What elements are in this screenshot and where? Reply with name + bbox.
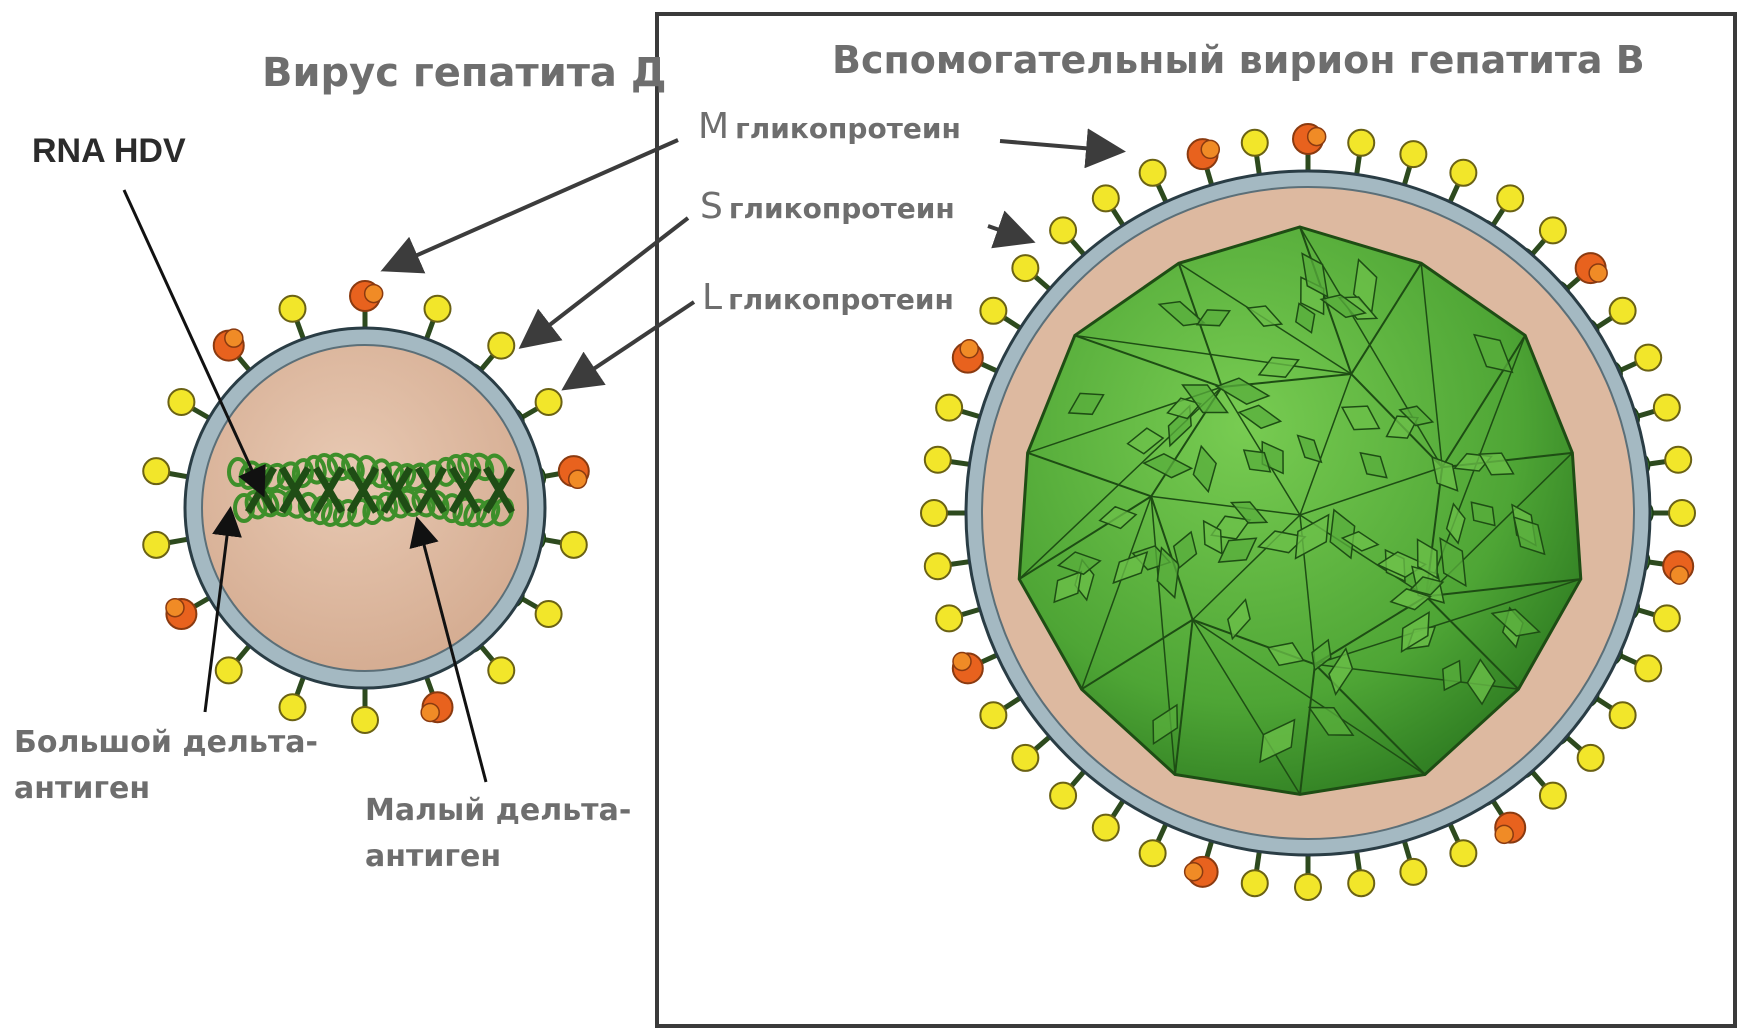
arrow-s-glycoprotein-hbv	[988, 226, 1028, 240]
hbv-title: Вспомогательный вирион гепатита В	[832, 38, 1645, 82]
hdv-title: Вирус гепатита Д	[262, 40, 532, 106]
rna-hdv-label: RNA HDV	[32, 132, 186, 171]
hbv-virion	[921, 124, 1695, 900]
m-glycoprotein-text: гликопротеин	[735, 112, 961, 145]
large-delta-antigen-label: Большой дельта- антиген	[14, 720, 318, 812]
arrow-m-glycoprotein-hbv	[1000, 141, 1118, 151]
m-glycoprotein-letter: M	[698, 106, 729, 147]
arrow-l-glycoprotein-hdv	[568, 302, 694, 386]
small-delta-antigen-label: Малый дельта- антиген	[365, 788, 631, 880]
s-glycoprotein-letter: S	[700, 186, 723, 227]
l-glycoprotein-letter: L	[702, 277, 722, 318]
arrow-s-glycoprotein-hdv	[525, 218, 688, 344]
s-glycoprotein-text: гликопротеин	[729, 192, 955, 225]
arrow-m-glycoprotein-hdv	[388, 140, 678, 268]
l-glycoprotein-text: гликопротеин	[728, 283, 954, 316]
